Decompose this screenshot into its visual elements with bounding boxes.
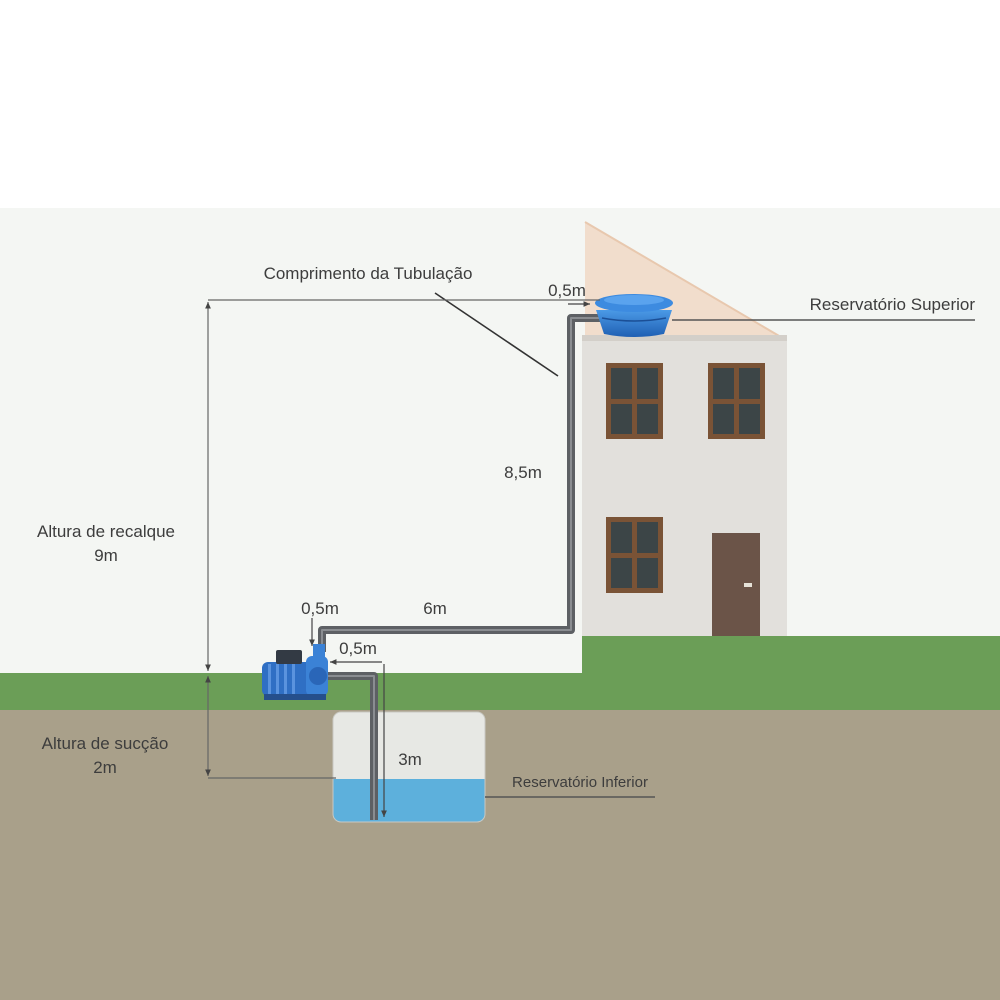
- upper-reservoir-tank: [595, 294, 673, 337]
- roof-background: [585, 208, 1000, 330]
- pipe-network: [318, 314, 604, 820]
- lower-reservoir-label: Reservatório Inferior: [512, 774, 648, 791]
- window-upper-left: [606, 363, 663, 439]
- suction-pipe-measure: 3m: [398, 750, 422, 769]
- top-horizontal-measure: 0,5m: [548, 281, 586, 300]
- window-lower-left: [606, 517, 663, 593]
- suction-height-title: Altura de sucção: [42, 734, 169, 753]
- vertical-riser-measure: 8,5m: [504, 463, 542, 482]
- suction-height-value: 2m: [93, 758, 117, 777]
- top-blank-area: [0, 0, 1000, 208]
- discharge-height-dimension: [205, 299, 600, 671]
- soil: [0, 710, 1000, 1000]
- discharge-height-title: Altura de recalque: [37, 522, 175, 541]
- upper-reservoir-label: Reservatório Superior: [810, 295, 976, 314]
- grass-raised: [582, 636, 1000, 713]
- water-pump: [262, 644, 328, 700]
- house-cornice: [582, 335, 787, 341]
- pipe-length-leader: [434, 292, 559, 377]
- discharge-height-value: 9m: [94, 546, 118, 565]
- ground-horizontal-measure: 6m: [423, 599, 447, 618]
- pipe-length-label: Comprimento da Tubulação: [264, 264, 473, 283]
- suction-height-dimension: [205, 676, 336, 779]
- house-door: [712, 533, 760, 637]
- window-upper-right: [708, 363, 765, 439]
- pump-inlet-measure: 0,5m: [339, 639, 377, 658]
- pump-outlet-measure: 0,5m: [301, 599, 339, 618]
